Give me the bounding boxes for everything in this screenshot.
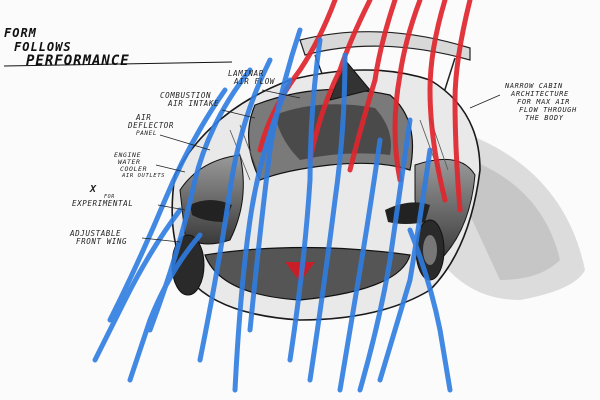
red-airflow-lines bbox=[257, 0, 473, 213]
title-line-2: FOLLOWS bbox=[14, 40, 72, 54]
callout-engine-line-3: COOLER bbox=[120, 165, 148, 173]
callout-x-text: EXPERIMENTAL bbox=[72, 199, 134, 208]
callout-wing-line-2: FRONT WING bbox=[76, 237, 128, 246]
callout-deflector-line-3: PANEL bbox=[136, 130, 158, 137]
callout-deflector-line-1: AIR bbox=[136, 113, 152, 122]
callout-cabin-line-4: FLOW THROUGH bbox=[519, 106, 577, 114]
callout-engine-water-cooler: ENGINE WATER COOLER AIR OUTLETS bbox=[114, 152, 165, 180]
callout-experimental: X FOR EXPERIMENTAL bbox=[72, 185, 133, 208]
callout-laminar-line-1: LAMINAR bbox=[228, 69, 264, 78]
callout-narrow-cabin: NARROW CABIN ARCHITECTURE FOR MAX AIR FL… bbox=[505, 82, 577, 122]
callout-cabin-line-1: NARROW CABIN bbox=[505, 82, 563, 90]
title-line-1: FORM bbox=[4, 26, 37, 40]
callout-cabin-line-5: THE BODY bbox=[525, 114, 564, 122]
callout-combustion-line-2: AIR INTAKE bbox=[168, 99, 220, 108]
callout-engine-line-1: ENGINE bbox=[114, 151, 142, 159]
blue-airflow-lines bbox=[92, 27, 453, 393]
callout-deflector-line-2: DEFLECTOR bbox=[128, 121, 175, 130]
callout-engine-line-4: AIR OUTLETS bbox=[122, 173, 166, 179]
callout-air-deflector: AIR DEFLECTOR PANEL bbox=[128, 114, 174, 138]
callout-engine-line-2: WATER bbox=[118, 158, 141, 166]
callout-leaders bbox=[141, 89, 501, 243]
callout-adjustable-front-wing: ADJUSTABLE FRONT WING bbox=[70, 230, 127, 246]
callout-combustion-intake: COMBUSTION AIR INTAKE bbox=[160, 92, 219, 108]
callout-wing-line-1: ADJUSTABLE bbox=[70, 229, 122, 238]
callout-cabin-line-3: FOR MAX AIR bbox=[517, 98, 570, 106]
callout-laminar-line-2: AIR FLOW bbox=[234, 77, 275, 86]
callout-x-sub: FOR bbox=[104, 194, 115, 200]
callout-laminar-airflow: LAMINAR AIR FLOW bbox=[228, 70, 275, 86]
callout-cabin-line-2: ARCHITECTURE bbox=[511, 90, 569, 98]
callout-combustion-line-1: COMBUSTION bbox=[160, 91, 212, 100]
callout-x-mark: X bbox=[90, 184, 97, 195]
